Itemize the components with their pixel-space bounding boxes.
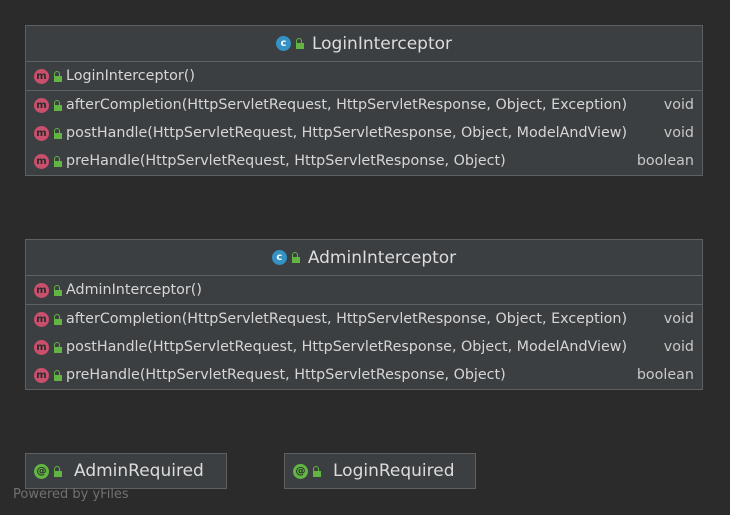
method-row[interactable]: m afterCompletion(HttpServletRequest, Ht… [26, 91, 702, 119]
method-name: postHandle(HttpServletRequest, HttpServl… [66, 339, 628, 355]
watermark: Powered by yFiles [13, 487, 129, 502]
method-return-type: void [663, 339, 694, 355]
constructor-name: LoginInterceptor() [66, 68, 195, 84]
method-row[interactable]: m preHandle(HttpServletRequest, HttpServ… [26, 361, 702, 389]
public-lock-icon [53, 369, 62, 381]
method-name: preHandle(HttpServletRequest, HttpServle… [66, 367, 506, 383]
constructor-row[interactable]: m AdminInterceptor() [26, 276, 702, 304]
method-name: afterCompletion(HttpServletRequest, Http… [66, 97, 628, 113]
class-title: AdminInterceptor [307, 247, 457, 268]
method-row[interactable]: m preHandle(HttpServletRequest, HttpServ… [26, 147, 702, 175]
class-icon: c [275, 36, 291, 51]
annotation-icon: @ [293, 463, 308, 479]
method-row[interactable]: m postHandle(HttpServletRequest, HttpSer… [26, 119, 702, 147]
class-title: LoginInterceptor [311, 33, 453, 54]
constructor-row[interactable]: m LoginInterceptor() [26, 62, 702, 90]
annotation-box-admin-required[interactable]: @ AdminRequired [25, 453, 227, 489]
public-lock-icon [53, 70, 62, 82]
method-icon: m [34, 125, 49, 141]
class-header: c LoginInterceptor [26, 26, 702, 62]
method-icon: m [34, 367, 49, 383]
public-lock-icon [53, 341, 62, 353]
method-return-type: boolean [636, 153, 694, 169]
method-return-type: void [663, 97, 694, 113]
public-lock-icon [53, 284, 62, 296]
method-row[interactable]: m afterCompletion(HttpServletRequest, Ht… [26, 305, 702, 333]
method-name: preHandle(HttpServletRequest, HttpServle… [66, 153, 506, 169]
class-icon: c [271, 250, 287, 265]
constructor-name: AdminInterceptor() [66, 282, 202, 298]
public-lock-icon [291, 252, 300, 263]
annotation-title: AdminRequired [74, 461, 204, 481]
class-header: c AdminInterceptor [26, 240, 702, 276]
annotation-title: LoginRequired [333, 461, 455, 481]
annotation-icon: @ [34, 463, 49, 479]
constructor-section: m LoginInterceptor() [26, 62, 702, 91]
method-icon: m [34, 153, 49, 169]
class-box-admin-interceptor[interactable]: c AdminInterceptor m AdminInterceptor() … [25, 239, 703, 390]
class-box-login-interceptor[interactable]: c LoginInterceptor m LoginInterceptor() … [25, 25, 703, 176]
method-icon: m [34, 311, 49, 327]
method-icon: m [34, 97, 49, 113]
method-name: postHandle(HttpServletRequest, HttpServl… [66, 125, 628, 141]
annotation-box-login-required[interactable]: @ LoginRequired [284, 453, 476, 489]
method-icon: m [34, 282, 49, 298]
public-lock-icon [53, 99, 62, 111]
public-lock-icon [53, 313, 62, 325]
public-lock-icon [312, 465, 321, 477]
methods-section: m afterCompletion(HttpServletRequest, Ht… [26, 91, 702, 175]
method-row[interactable]: m postHandle(HttpServletRequest, HttpSer… [26, 333, 702, 361]
methods-section: m afterCompletion(HttpServletRequest, Ht… [26, 305, 702, 389]
method-return-type: void [663, 125, 694, 141]
method-return-type: void [663, 311, 694, 327]
constructor-section: m AdminInterceptor() [26, 276, 702, 305]
public-lock-icon [295, 38, 304, 49]
method-return-type: boolean [636, 367, 694, 383]
method-icon: m [34, 68, 49, 84]
method-icon: m [34, 339, 49, 355]
public-lock-icon [53, 155, 62, 167]
public-lock-icon [53, 465, 62, 477]
public-lock-icon [53, 127, 62, 139]
method-name: afterCompletion(HttpServletRequest, Http… [66, 311, 628, 327]
